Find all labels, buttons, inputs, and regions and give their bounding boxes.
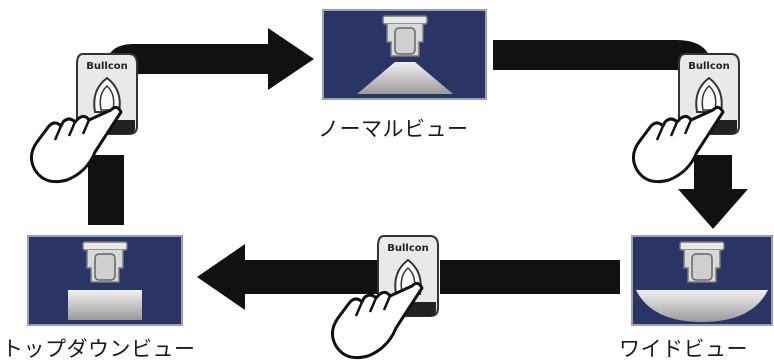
- brand-logo-text: Bullcon: [387, 243, 429, 254]
- brand-logo-text: Bullcon: [86, 61, 128, 72]
- pointing-hand-icon: [632, 105, 725, 184]
- top-down-view-block: [68, 290, 142, 320]
- pointing-hand-icon: [331, 281, 424, 360]
- wide-view-screen: [631, 235, 773, 326]
- arrow-topdown-to-normal: [88, 28, 314, 225]
- brand-logo-text: Bullcon: [688, 61, 730, 72]
- vehicle-icon: [82, 241, 128, 283]
- vehicle-icon: [679, 241, 725, 283]
- top-down-view-label: トップダウンビュー: [2, 337, 196, 361]
- normal-view-screen: [322, 9, 487, 100]
- wide-view-fan: [636, 290, 768, 322]
- normal-view-label: ノーマルビュー: [318, 117, 469, 141]
- arrow-wide-to-topdown: [197, 244, 620, 310]
- normal-view-cone: [357, 62, 453, 94]
- vehicle-icon: [382, 15, 428, 57]
- wide-view-label: ワイドビュー: [619, 337, 748, 361]
- top-down-view-screen: [27, 235, 183, 326]
- pointing-hand-icon: [30, 105, 123, 184]
- arrow-normal-to-wide: [493, 40, 748, 229]
